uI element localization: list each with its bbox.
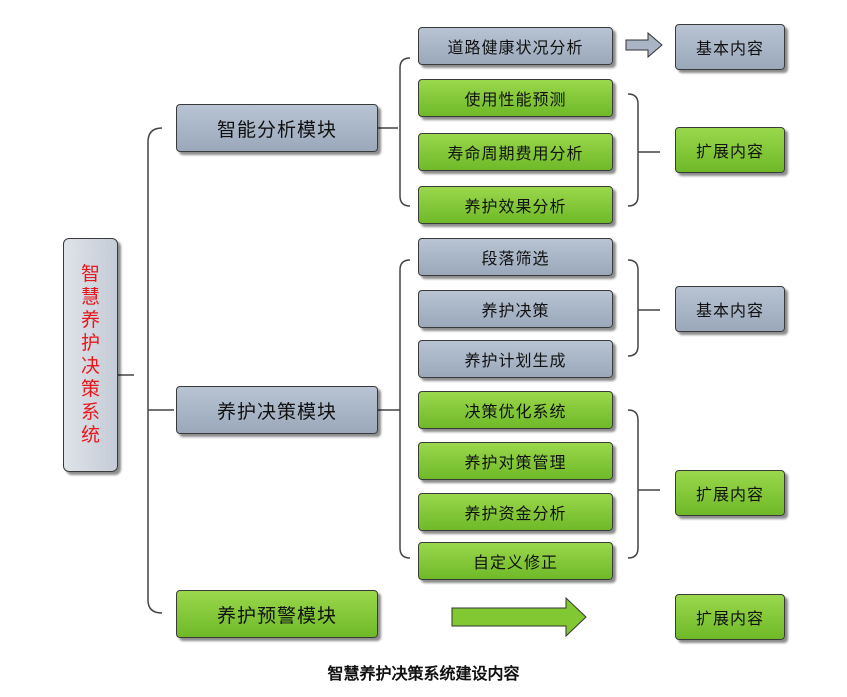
root-label-char: 慧 — [80, 286, 100, 308]
item-fund: 养护资金分析 — [418, 493, 613, 531]
item-custom: 自定义修正 — [418, 542, 613, 580]
root-label-char: 策 — [80, 378, 100, 400]
item-performance: 使用性能预测 — [418, 79, 613, 117]
item-decision: 养护决策 — [418, 290, 613, 328]
category-basic-2: 基本内容 — [675, 286, 785, 332]
item-plan: 养护计划生成 — [418, 340, 613, 378]
module-warning: 养护预警模块 — [176, 590, 378, 638]
root-label-char: 统 — [80, 424, 100, 446]
category-basic-1: 基本内容 — [675, 24, 785, 70]
item-section-filter: 段落筛选 — [418, 238, 613, 276]
diagram-caption: 智慧养护决策系统建设内容 — [327, 664, 520, 683]
item-strategy: 养护对策管理 — [418, 442, 613, 480]
item-lifecycle: 寿命周期费用分析 — [418, 133, 613, 171]
item-optimize: 决策优化系统 — [418, 391, 613, 429]
root-label-char: 系 — [80, 401, 100, 423]
module-analysis: 智能分析模块 — [176, 104, 378, 152]
root-label-char: 护 — [80, 332, 100, 354]
item-road-health: 道路健康状况分析 — [418, 27, 613, 65]
category-extended-1: 扩展内容 — [675, 127, 785, 173]
big-arrow-icon — [451, 596, 587, 638]
category-extended-2: 扩展内容 — [675, 470, 785, 516]
small-arrow-icon — [625, 31, 663, 59]
module-decision: 养护决策模块 — [176, 386, 378, 434]
root-label-char: 智 — [80, 263, 100, 285]
root-node: 智慧养护决策系统 — [63, 238, 118, 472]
item-effect: 养护效果分析 — [418, 186, 613, 224]
root-label-char: 养 — [80, 309, 100, 331]
root-label-char: 决 — [80, 355, 100, 377]
category-extended-3: 扩展内容 — [675, 594, 785, 640]
